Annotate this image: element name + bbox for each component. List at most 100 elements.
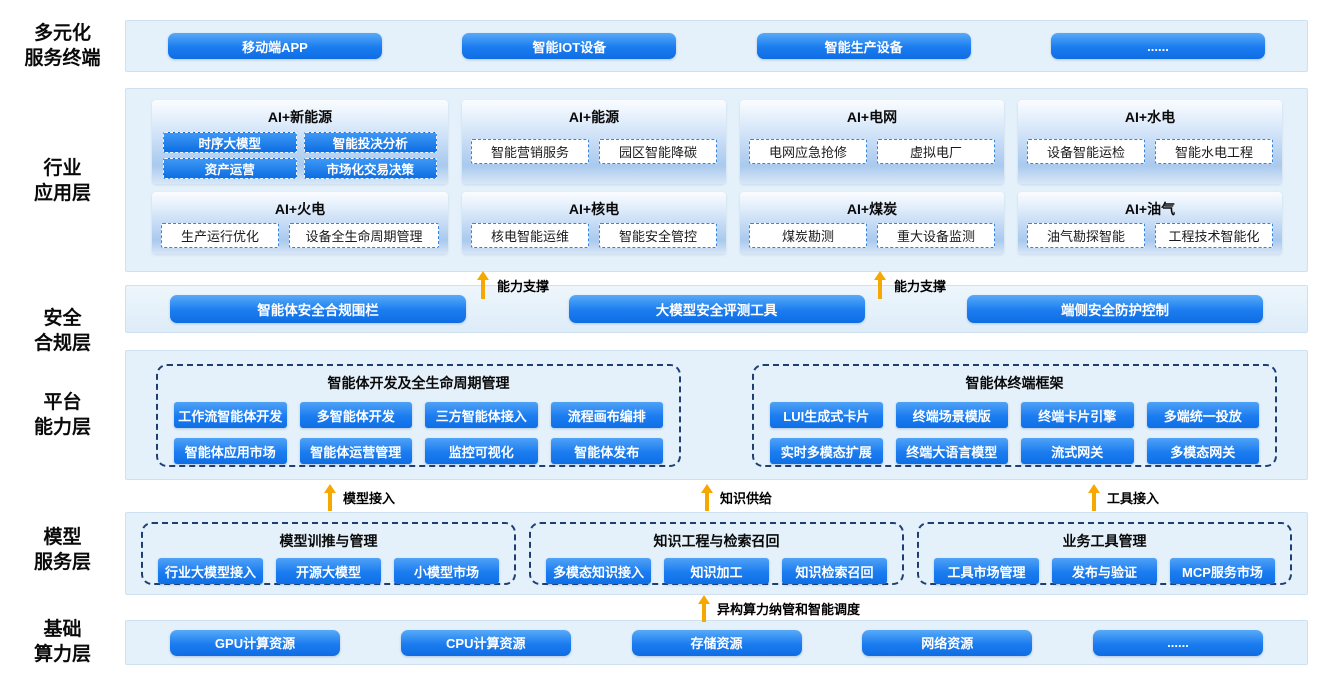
- service-pill: 小模型市场: [394, 558, 499, 584]
- feature-chip: 油气勘探智能: [1027, 223, 1145, 248]
- card-items: 油气勘探智能 工程技术智能化: [1027, 219, 1273, 254]
- feature-chip: 时序大模型: [163, 132, 297, 153]
- capability-support-label: 能力支撑: [894, 279, 947, 294]
- group-title: 业务工具管理: [1062, 533, 1147, 549]
- layer-label-compute: 基础算力层: [33, 618, 91, 665]
- group-model-training-management: 模型训推与管理 行业大模型接入 开源大模型 小模型市场: [141, 522, 516, 585]
- group-title: 模型训推与管理: [279, 533, 378, 549]
- capability-pill: 终端场景模版: [895, 402, 1008, 428]
- capability-pill: 智能体应用市场: [174, 438, 287, 464]
- capability-pill: 工作流智能体开发: [174, 402, 287, 428]
- model-access-label: 模型接入: [343, 491, 396, 506]
- terminal-pill-more: ......: [1050, 33, 1265, 59]
- arrow-head-icon: [477, 271, 489, 280]
- layer-label-industry: 行业应用层: [33, 157, 91, 204]
- service-pill: 工具市场管理: [934, 558, 1039, 584]
- card-ai-thermal-power: AI+火电 生产运行优化 设备全生命周期管理: [152, 192, 448, 254]
- card-items: 电网应急抢修 虚拟电厂: [749, 135, 995, 170]
- card-ai-oil-gas: AI+油气 油气勘探智能 工程技术智能化: [1018, 192, 1282, 254]
- card-title: AI+水电: [1124, 109, 1176, 125]
- feature-chip: 资产运营: [163, 158, 297, 179]
- group-knowledge-engineering: 知识工程与检索召回 多模态知识接入 知识加工 知识检索召回: [529, 522, 904, 585]
- group-agent-terminal-framework: 智能体终端框架 LUI生成式卡片 终端场景模版 终端卡片引擎 多端统一投放 实时…: [752, 364, 1277, 467]
- capability-pill: 多模态网关: [1146, 438, 1259, 464]
- capability-pill: 实时多模态扩展: [770, 438, 883, 464]
- capability-pill: 多智能体开发: [299, 402, 412, 428]
- group-business-tool-management: 业务工具管理 工具市场管理 发布与验证 MCP服务市场: [917, 522, 1292, 585]
- group-title: 知识工程与检索召回: [653, 533, 780, 549]
- card-title: AI+电网: [846, 109, 898, 125]
- group-items: 工具市场管理 发布与验证 MCP服务市场: [919, 551, 1290, 593]
- compute-schedule-label: 异构算力纳管和智能调度: [717, 602, 861, 617]
- card-items: 核电智能运维 智能安全管控: [471, 219, 717, 254]
- terminal-pill-mobile-app: 移动端APP: [168, 33, 382, 59]
- card-ai-hydropower: AI+水电 设备智能运检 智能水电工程: [1018, 100, 1282, 184]
- card-ai-nuclear-power: AI+核电 核电智能运维 智能安全管控: [462, 192, 726, 254]
- card-items: 智能营销服务 园区智能降碳: [471, 135, 717, 170]
- industry-application-band: AI+新能源 时序大模型 智能投决分析 资产运营 市场化交易决策 AI+能源 智…: [125, 88, 1308, 272]
- group-items: 工作流智能体开发 多智能体开发 三方智能体接入 流程画布编排 智能体应用市场 智…: [158, 393, 679, 475]
- basic-compute-band: GPU计算资源 CPU计算资源 存储资源 网络资源 ......: [125, 620, 1308, 665]
- layer-label-platform: 平台能力层: [33, 391, 91, 438]
- service-pill: 行业大模型接入: [158, 558, 263, 584]
- service-pill: 发布与验证: [1052, 558, 1157, 584]
- tool-access-arrow: [1088, 484, 1100, 511]
- capability-support-arrow: [874, 271, 886, 299]
- feature-chip: 生产运行优化: [161, 223, 279, 248]
- arrow-head-icon: [698, 595, 710, 604]
- model-access-arrow: [324, 484, 336, 511]
- card-title: AI+煤炭: [846, 201, 898, 217]
- card-title: AI+火电: [274, 201, 326, 217]
- compute-pill-more: ......: [1093, 629, 1263, 656]
- capability-pill: 监控可视化: [425, 438, 538, 464]
- card-title: AI+油气: [1124, 201, 1176, 217]
- knowledge-supply-label: 知识供给: [720, 491, 773, 506]
- service-pill: 多模态知识接入: [546, 558, 651, 584]
- feature-chip: 工程技术智能化: [1155, 223, 1273, 248]
- platform-capability-band: 智能体开发及全生命周期管理 工作流智能体开发 多智能体开发 三方智能体接入 流程…: [125, 350, 1308, 480]
- service-pill: 知识检索召回: [782, 558, 887, 584]
- card-ai-energy: AI+能源 智能营销服务 园区智能降碳: [462, 100, 726, 184]
- knowledge-supply-arrow: [701, 484, 713, 511]
- compute-pill-network: 网络资源: [862, 629, 1033, 656]
- feature-chip: 园区智能降碳: [599, 139, 717, 164]
- group-title: 智能体终端框架: [965, 375, 1064, 391]
- feature-chip: 虚拟电厂: [877, 139, 995, 164]
- card-ai-power-grid: AI+电网 电网应急抢修 虚拟电厂: [740, 100, 1004, 184]
- feature-chip: 电网应急抢修: [749, 139, 867, 164]
- capability-pill: 流程画布编排: [550, 402, 663, 428]
- layer-label-model: 模型服务层: [33, 526, 91, 573]
- group-title: 智能体开发及全生命周期管理: [327, 375, 510, 391]
- security-pill-llm-evaluation: 大模型安全评测工具: [568, 295, 865, 323]
- compute-pill-cpu: CPU计算资源: [400, 629, 571, 656]
- feature-chip: 煤炭勘测: [749, 223, 867, 248]
- terminal-pill-iot-device: 智能IOT设备: [462, 33, 677, 59]
- group-items: 行业大模型接入 开源大模型 小模型市场: [143, 551, 514, 593]
- card-ai-new-energy: AI+新能源 时序大模型 智能投决分析 资产运营 市场化交易决策: [152, 100, 448, 184]
- feature-chip: 核电智能运维: [471, 223, 589, 248]
- compute-schedule-arrow: [698, 595, 710, 622]
- feature-chip: 智能安全管控: [599, 223, 717, 248]
- capability-pill: LUI生成式卡片: [770, 402, 883, 428]
- feature-chip: 重大设备监测: [877, 223, 995, 248]
- card-title: AI+新能源: [267, 109, 333, 125]
- arrow-head-icon: [874, 271, 886, 280]
- terminal-pill-production-device: 智能生产设备: [756, 33, 971, 59]
- group-items: 多模态知识接入 知识加工 知识检索召回: [531, 551, 902, 593]
- layer-label-terminals: 多元化服务终端: [24, 22, 101, 69]
- security-pill-edge-protection: 端侧安全防护控制: [967, 295, 1263, 323]
- capability-support-label: 能力支撑: [497, 279, 550, 294]
- capability-support-arrow: [477, 271, 489, 299]
- capability-pill: 三方智能体接入: [425, 402, 538, 428]
- security-pill-agent-guardrail: 智能体安全合规围栏: [170, 295, 466, 323]
- security-compliance-band: 智能体安全合规围栏 大模型安全评测工具 端侧安全防护控制: [125, 285, 1308, 333]
- capability-pill: 终端大语言模型: [895, 438, 1008, 464]
- card-items: 煤炭勘测 重大设备监测: [749, 219, 995, 254]
- card-items: 设备智能运检 智能水电工程: [1027, 135, 1273, 170]
- group-agent-development: 智能体开发及全生命周期管理 工作流智能体开发 多智能体开发 三方智能体接入 流程…: [156, 364, 681, 467]
- capability-pill: 智能体发布: [550, 438, 663, 464]
- arrow-head-icon: [324, 484, 336, 493]
- capability-pill: 终端卡片引擎: [1021, 402, 1134, 428]
- arrow-head-icon: [1088, 484, 1100, 493]
- service-pill: 知识加工: [664, 558, 769, 584]
